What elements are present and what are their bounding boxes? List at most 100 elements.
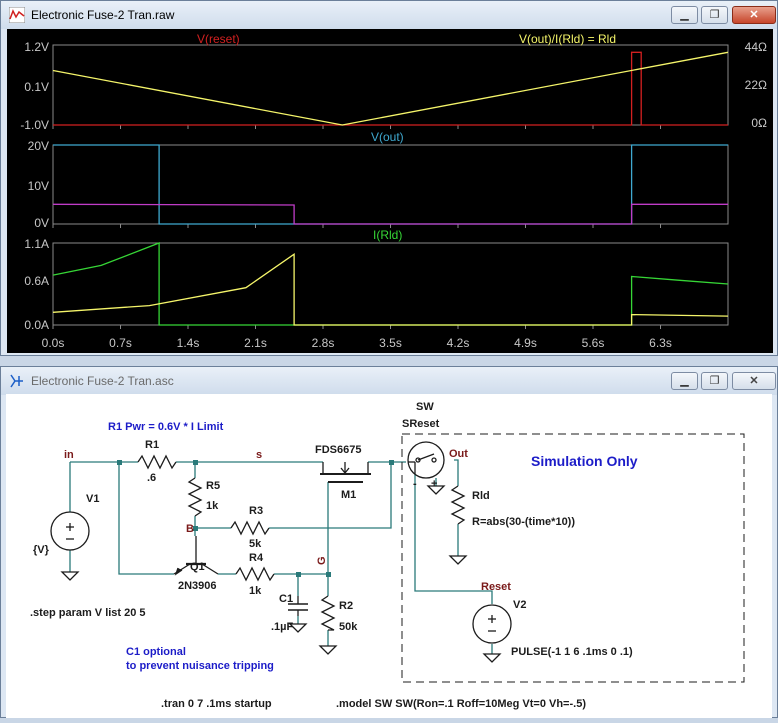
v2-value: PULSE(-1 1 6 .1ms 0 .1) (511, 646, 633, 658)
trace-i-rld-v-20[interactable] (52, 242, 729, 326)
r4-value: 1k (249, 585, 262, 597)
pane1-trace-right-label[interactable]: V(out)/I(Rld) = Rld (519, 32, 616, 46)
r3-value: 5k (249, 538, 262, 550)
sw-value: SReset (402, 418, 440, 430)
plot-window: Electronic Fuse-2 Tran.raw ▁ ❐ ✕ V(reset… (0, 0, 778, 356)
c1-ground-symbol (288, 623, 308, 633)
rld-value: R=abs(30-(time*10)) (472, 516, 575, 528)
schematic-close-button[interactable]: ✕ (732, 372, 776, 390)
r5-resistor-symbol[interactable] (187, 477, 203, 517)
plot-close-button[interactable]: ✕ (732, 6, 776, 24)
pane3-ytick-mid: 0.6A (24, 274, 49, 288)
plot-titlebar[interactable]: Electronic Fuse-2 Tran.raw ▁ ❐ ✕ (1, 1, 777, 29)
r3-resistor-symbol[interactable] (230, 520, 270, 536)
waveform-plot-area[interactable]: V(reset) V(out)/I(Rld) = Rld 1.2V 0.1V -… (7, 29, 773, 353)
sw-plus-pin: + (431, 478, 437, 490)
m1-mosfet-symbol[interactable] (320, 462, 371, 483)
pane2-ytick-top: 20V (28, 139, 49, 153)
pane1-rtick-bottom: 0Ω (751, 116, 767, 130)
r2-ground-symbol (318, 645, 338, 655)
x-tick-label: 0.7s (109, 336, 132, 350)
pane1-ytick-bottom: -1.0V (20, 118, 49, 132)
x-tick-label: 6.3s (649, 336, 672, 350)
schematic-restore-button[interactable]: ❐ (701, 372, 728, 390)
x-tick-label: 2.8s (312, 336, 335, 350)
r2-value: 50k (339, 621, 358, 633)
schematic-canvas[interactable]: R1 Pwr = 0.6V * I Limit .step param V li… (6, 394, 772, 718)
r2-resistor-symbol[interactable] (320, 595, 336, 631)
r2-name: R2 (339, 600, 353, 612)
pane1-ytick-top: 1.2V (24, 40, 49, 54)
v1-value: {V} (33, 544, 50, 556)
plot-restore-button[interactable]: ❐ (701, 6, 728, 24)
v2-source-symbol[interactable] (472, 604, 512, 663)
pane1-trace-left-label[interactable]: V(reset) (197, 32, 240, 46)
x-tick-label: 3.5s (379, 336, 402, 350)
schematic-titlebar[interactable]: Electronic Fuse-2 Tran.asc ▁ ❐ ✕ (1, 367, 777, 395)
plot-frames (52, 44, 729, 326)
c1-capacitor-symbol[interactable] (288, 596, 308, 616)
note-model: .model SW SW(Ron=.1 Roff=10Meg Vt=0 Vh=-… (336, 698, 586, 710)
trace-v-reset-[interactable] (53, 51, 728, 126)
net-label-s: s (256, 449, 262, 461)
pane2-ytick-bottom: 0V (34, 216, 49, 230)
sw-switch-symbol[interactable] (407, 441, 445, 479)
q1-transistor-symbol[interactable] (173, 536, 219, 576)
pane3-trace-label[interactable]: I(Rld) (373, 228, 402, 242)
net-label-g: G (316, 556, 328, 565)
r4-name: R4 (249, 552, 264, 564)
m1-name: M1 (341, 489, 356, 501)
note-step-param: .step param V list 20 5 (30, 607, 146, 619)
net-label-reset: Reset (481, 581, 511, 593)
net-label-in: in (64, 449, 74, 461)
note-r1-power: R1 Pwr = 0.6V * I Limit (108, 421, 224, 433)
trace-v-out-v-5[interactable] (52, 203, 728, 225)
rld-resistor-symbol[interactable] (450, 485, 466, 525)
q1-name: Q1 (190, 561, 205, 573)
v1-source-symbol[interactable] (50, 511, 90, 581)
pane2-ytick-mid: 10V (28, 179, 49, 193)
pane1-rtick-top: 44Ω (745, 40, 767, 54)
note-c1-optional: C1 optional (126, 646, 186, 658)
r4-resistor-symbol[interactable] (235, 566, 275, 582)
sw-name: SW (416, 401, 434, 413)
schematic-app-icon (10, 374, 23, 388)
x-tick-label: 2.1s (244, 336, 267, 350)
x-tick-label: 4.9s (514, 336, 537, 350)
simulation-only-box (401, 433, 745, 683)
pane2-trace-label[interactable]: V(out) (371, 130, 404, 144)
pane1-rtick-mid: 22Ω (745, 78, 767, 92)
r1-resistor-symbol[interactable] (137, 454, 177, 470)
rld-ground-symbol (448, 555, 468, 565)
plot-minimize-button[interactable]: ▁ (671, 6, 698, 24)
m1-value: FDS6675 (315, 444, 361, 456)
trace-v-out-v-20[interactable] (53, 144, 728, 225)
r5-value: 1k (206, 500, 219, 512)
trace-i-rld-v-5[interactable] (52, 252, 729, 326)
wires (69, 459, 493, 654)
q1-value: 2N3906 (178, 580, 217, 592)
x-axis-ticks: 0.0s 0.7s 1.4s 2.1s 2.8s 3.5s 4.2s 4.9s 5.6s 6.3s (42, 336, 672, 350)
trace-v-out-i-rld-rld[interactable] (52, 51, 729, 126)
pane3-ytick-bottom: 0.0A (24, 318, 49, 332)
note-c1-nuisance: to prevent nuisance tripping (126, 660, 274, 672)
plot-gridlines (52, 125, 661, 329)
x-tick-label: 5.6s (582, 336, 605, 350)
schematic-minimize-button[interactable]: ▁ (671, 372, 698, 390)
net-label-out: Out (449, 448, 468, 460)
r1-value: .6 (147, 472, 156, 484)
c1-name: C1 (279, 593, 293, 605)
x-tick-label: 0.0s (42, 336, 65, 350)
v2-name: V2 (513, 599, 526, 611)
x-tick-label: 1.4s (177, 336, 200, 350)
sw-ground-symbol (426, 485, 446, 495)
x-tick-label: 4.2s (447, 336, 470, 350)
schematic-window-title: Electronic Fuse-2 Tran.asc (31, 374, 174, 388)
waveform-app-icon (9, 7, 25, 23)
plot-traces (52, 51, 729, 326)
c1-value: .1µF (271, 621, 294, 633)
note-simulation-only: Simulation Only (531, 453, 638, 469)
r3-name: R3 (249, 505, 263, 517)
v1-name: V1 (86, 493, 99, 505)
r1-name: R1 (145, 439, 159, 451)
